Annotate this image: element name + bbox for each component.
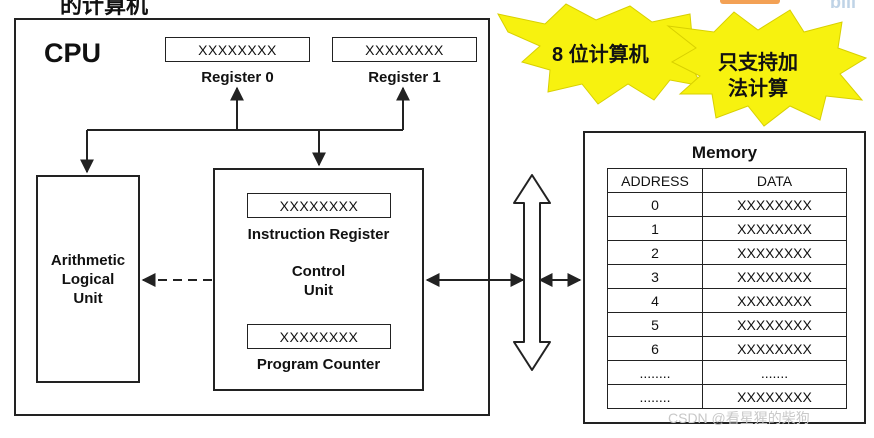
- instruction-register-box: XXXXXXXX: [247, 193, 391, 218]
- table-row: 0 XXXXXXXX: [607, 192, 847, 217]
- address-cell: 4: [607, 288, 703, 313]
- table-row: 3 XXXXXXXX: [607, 264, 847, 289]
- memory-table-header: ADDRESS DATA: [607, 168, 847, 193]
- address-cell: ........: [607, 384, 703, 409]
- register-1-label: Register 1: [368, 69, 441, 86]
- register-0-label: Register 0: [201, 69, 274, 86]
- register-bus-lines: [80, 86, 410, 174]
- instruction-register-label: Instruction Register: [247, 226, 390, 243]
- table-row: 2 XXXXXXXX: [607, 240, 847, 265]
- address-cell: 0: [607, 192, 703, 217]
- starburst-add: [666, 9, 868, 127]
- table-row: 1 XXXXXXXX: [607, 216, 847, 241]
- starburst-bits: [497, 3, 713, 105]
- callout-add-line1: 只支持加: [718, 52, 798, 74]
- cpu-title: CPU: [44, 38, 102, 68]
- address-cell: 3: [607, 264, 703, 289]
- table-row: 5 XXXXXXXX: [607, 312, 847, 337]
- table-row: ........ XXXXXXXX: [607, 384, 847, 409]
- data-cell: XXXXXXXX: [702, 312, 847, 337]
- data-cell: XXXXXXXX: [702, 264, 847, 289]
- register-0-box: XXXXXXXX: [165, 37, 310, 62]
- data-cell: XXXXXXXX: [702, 216, 847, 241]
- register-1-box: XXXXXXXX: [332, 37, 477, 62]
- logo-mark-icon: [720, 0, 780, 4]
- alu-label: Arithmetic Logical Unit: [50, 251, 126, 307]
- callout-add-line2: 法计算: [728, 78, 788, 100]
- data-cell: XXXXXXXX: [702, 384, 847, 409]
- column-header-data: DATA: [702, 168, 847, 193]
- address-cell: 1: [607, 216, 703, 241]
- system-bus-arrow: [513, 174, 551, 371]
- memory-title: Memory: [691, 143, 758, 162]
- alu-box: Arithmetic Logical Unit: [36, 175, 140, 383]
- program-counter-label: Program Counter: [256, 356, 381, 373]
- address-cell: 2: [607, 240, 703, 265]
- watermark: CSDN @看星猩的柴狗: [668, 410, 810, 426]
- table-row: 4 XXXXXXXX: [607, 288, 847, 313]
- data-cell: XXXXXXXX: [702, 192, 847, 217]
- page-title-fragment: 的计算机: [60, 0, 149, 18]
- control-unit-label-line2: Unit: [303, 282, 334, 299]
- memory-table: ADDRESS DATA 0 XXXXXXXX 1 XXXXXXXX 2 XXX…: [607, 168, 847, 409]
- data-cell: .......: [702, 360, 847, 385]
- column-header-address: ADDRESS: [607, 168, 703, 193]
- data-cell: XXXXXXXX: [702, 288, 847, 313]
- address-cell: 6: [607, 336, 703, 361]
- address-cell: ........: [607, 360, 703, 385]
- program-counter-box: XXXXXXXX: [247, 324, 391, 349]
- callout-bits-text: 8 位计算机: [552, 44, 649, 66]
- table-row: ........ .......: [607, 360, 847, 385]
- data-cell: XXXXXXXX: [702, 240, 847, 265]
- table-row: 6 XXXXXXXX: [607, 336, 847, 361]
- address-cell: 5: [607, 312, 703, 337]
- logo: bili: [830, 0, 856, 12]
- control-unit-label-line1: Control: [291, 263, 346, 280]
- data-cell: XXXXXXXX: [702, 336, 847, 361]
